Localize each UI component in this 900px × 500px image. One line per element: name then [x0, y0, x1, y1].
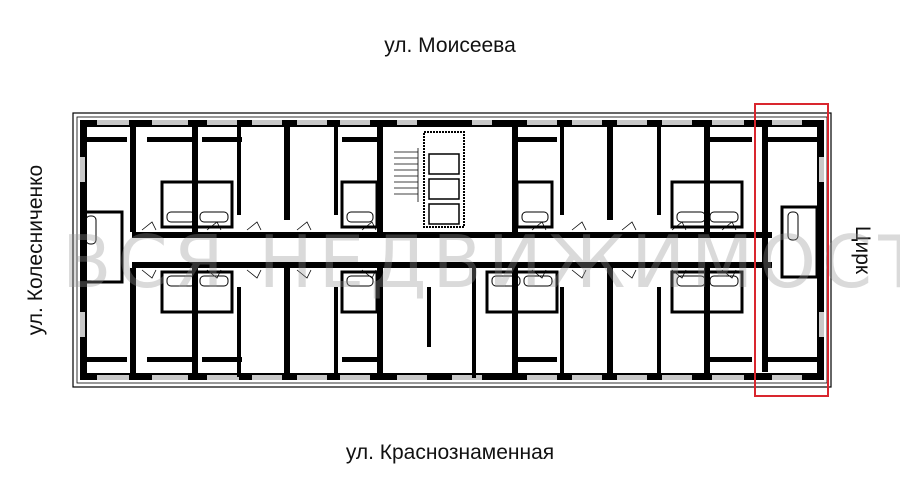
street-label-bottom: ул. Краснознаменная	[345, 441, 555, 464]
floor-plan	[72, 112, 832, 388]
street-label-left: ул. Колесниченко	[24, 164, 47, 336]
highlighted-apartment-frame[interactable]	[754, 103, 829, 397]
street-label-right: Цирк	[851, 225, 874, 275]
street-label-top: ул. Моисеева	[384, 34, 516, 57]
